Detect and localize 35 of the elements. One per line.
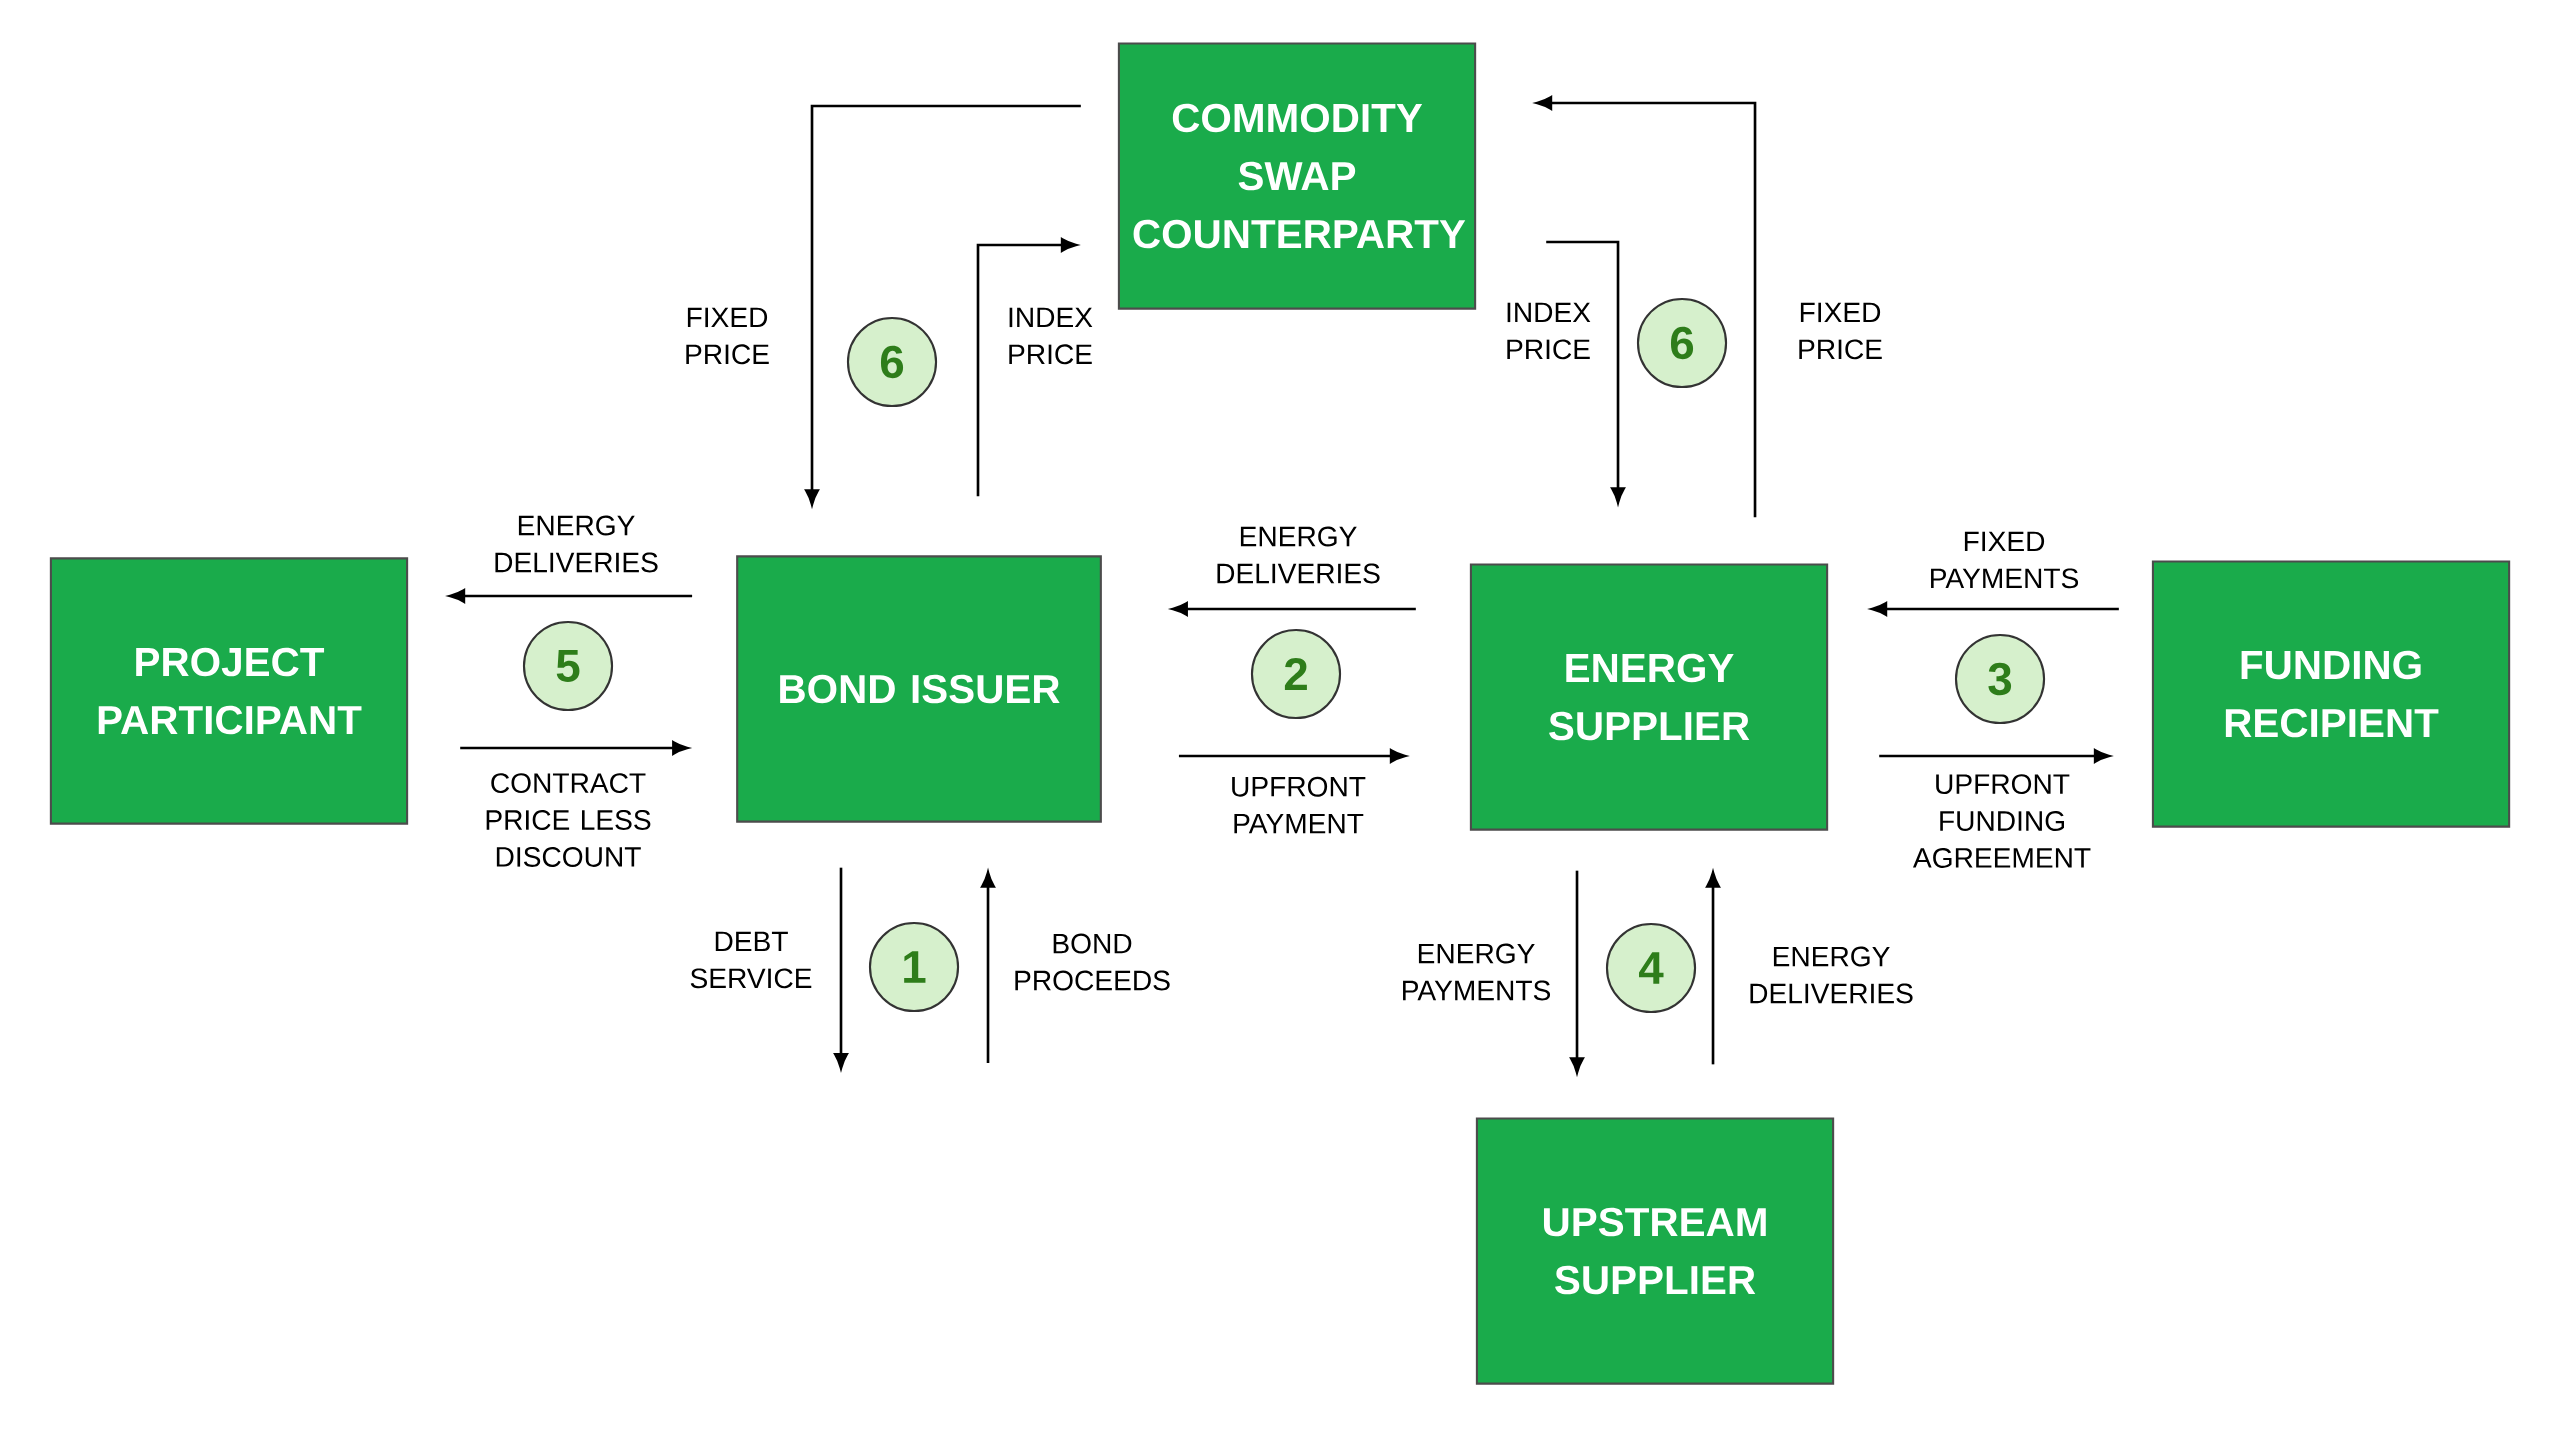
- arrow: [1706, 871, 1720, 1065]
- edge-label: ENERGY DELIVERIES: [1750, 946, 1913, 1004]
- step-number: 6: [1636, 297, 1728, 389]
- edge-label: UPFRONT FUNDING AGREEMENT: [1913, 774, 2091, 868]
- arrow: [976, 238, 1078, 497]
- edge-label: FIXED PRICE: [686, 307, 769, 365]
- edge-label: BOND PROCEEDS: [1015, 933, 1170, 991]
- edge-label: FIXED PRICE: [1799, 302, 1882, 360]
- edge-label: INDEX PRICE: [1507, 302, 1591, 360]
- party-box: BOND ISSUER: [736, 555, 1102, 823]
- edge-label: ENERGY DELIVERIES: [495, 515, 658, 573]
- party-box: FUNDING RECIPIENT: [2151, 560, 2511, 828]
- edge-label: CONTRACT PRICE LESS DISCOUNT: [486, 773, 651, 867]
- edge-label: UPFRONT PAYMENT: [1232, 776, 1366, 834]
- arrow: [1171, 602, 1416, 616]
- step-number: 2: [1250, 628, 1342, 720]
- step-number: 3: [1954, 633, 2046, 725]
- arrow: [834, 867, 848, 1070]
- edge-label: DEBT SERVICE: [690, 931, 812, 989]
- step-number: 1: [868, 921, 960, 1013]
- party-box: PROJECT PARTICIPANT: [49, 557, 409, 825]
- step-number: 6: [846, 316, 938, 408]
- party-box: ENERGY SUPPLIER: [1469, 563, 1829, 831]
- step-number: 5: [522, 620, 614, 712]
- arrow: [805, 104, 1081, 506]
- party-box: COMMODITY SWAP COUNTERPARTY: [1117, 42, 1477, 310]
- edge-label: ENERGY DELIVERIES: [1217, 526, 1380, 584]
- arrow: [1570, 870, 1584, 1074]
- step-number: 4: [1605, 922, 1697, 1014]
- arrow: [460, 741, 689, 755]
- edge-label: ENERGY PAYMENTS: [1403, 943, 1551, 1001]
- party-box: UPSTREAM SUPPLIER: [1475, 1117, 1835, 1385]
- edge-label: FIXED PAYMENTS: [1931, 531, 2079, 589]
- edge-label: INDEX PRICE: [1009, 307, 1093, 365]
- arrow: [1879, 749, 2111, 763]
